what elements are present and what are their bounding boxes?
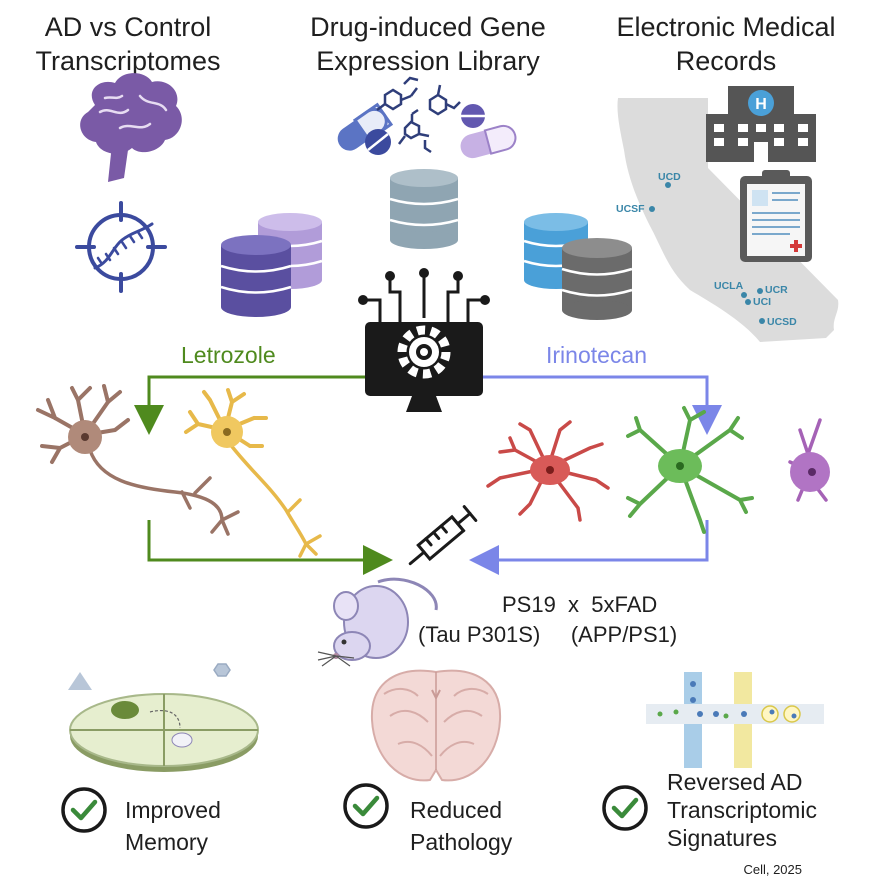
header-2-line-2: Expression Library: [316, 46, 540, 76]
checkmark-icon: [352, 795, 380, 817]
neuron-yellow-icon: [184, 388, 322, 558]
outcome-reversed-signatures: Reversed AD Transcriptomic Signatures: [602, 769, 817, 851]
header-1-line-2: Transcriptomes: [35, 46, 220, 76]
checkmark-icon: [70, 799, 98, 821]
outcome-3-line-1: Reversed AD: [667, 769, 803, 795]
site-ucsf-label: UCSF: [616, 203, 645, 215]
medical-record-clipboard-icon: [740, 170, 812, 262]
site-ucsd-label: UCSD: [767, 316, 797, 328]
irinotecan-arrow-to-mouse: [469, 520, 709, 575]
database-icon-steel: [389, 169, 459, 249]
irinotecan-arrow-to-glia: [483, 375, 722, 435]
mouse-model-genotypes: (Tau P301S) (APP/PS1): [418, 622, 677, 647]
checkmark-icon: [611, 797, 639, 819]
neuron-brown-icon: [36, 384, 240, 536]
header-2-line-1: Drug-induced Gene: [310, 12, 546, 42]
drug-label-letrozole: Letrozole: [181, 342, 276, 368]
check-circle-icon: [602, 785, 648, 831]
water-maze-icon: [68, 663, 259, 772]
syringe-icon: [408, 505, 478, 566]
astrocyte-red-icon: [486, 420, 610, 522]
outcome-2-line-2: Pathology: [410, 829, 513, 855]
header-3-line-1: Electronic Medical: [616, 12, 835, 42]
drug-pills-icon: [337, 102, 517, 159]
molecule-icons: [376, 76, 461, 154]
single-cell-sequencing-icon: [646, 672, 824, 768]
check-circle-icon: [61, 787, 107, 833]
site-ucr-label: UCR: [765, 284, 788, 296]
outcome-3-line-2: Transcriptomic: [667, 797, 817, 823]
microglia-green-icon: [626, 406, 754, 534]
brain-section-icon: [370, 669, 502, 782]
header-3-line-2: Records: [676, 46, 777, 76]
mouse-icon: [317, 577, 438, 667]
california-map: UCD UCSF UCLA UCR UCI UCSD: [616, 98, 839, 342]
site-ucla-label: UCLA: [714, 280, 744, 292]
rna-target-icon: [75, 201, 167, 293]
hospital-letter: H: [755, 96, 767, 113]
outcome-3-line-3: Signatures: [667, 825, 777, 851]
letrozole-arrow-to-neurons: [134, 375, 365, 435]
site-ucd-label: UCD: [658, 171, 681, 183]
outcome-2-line-1: Reduced: [410, 797, 502, 823]
mouse-model-cross: PS19 x 5xFAD: [502, 592, 657, 617]
computation-computer-icon: [358, 268, 490, 412]
outcome-improved-memory: Improved Memory: [61, 787, 221, 855]
header-drug-library: Drug-induced Gene Expression Library: [310, 12, 546, 76]
outcome-1-line-2: Memory: [125, 829, 209, 855]
letrozole-arrow-to-mouse: [147, 520, 393, 575]
hospital-icon: H: [706, 86, 816, 162]
header-1-line-1: AD vs Control: [45, 12, 212, 42]
header-ad-transcriptomes: AD vs Control Transcriptomes: [35, 12, 220, 76]
outcome-reduced-pathology: Reduced Pathology: [343, 783, 513, 855]
header-emr: Electronic Medical Records: [616, 12, 835, 76]
drug-label-irinotecan: Irinotecan: [546, 342, 647, 368]
brain-icon: [80, 73, 182, 182]
database-icon-purple: [220, 235, 292, 317]
oligodendrocyte-purple-icon: [788, 418, 830, 502]
outcome-1-line-1: Improved: [125, 797, 221, 823]
database-icon-gray: [561, 238, 633, 320]
site-uci-label: UCI: [753, 296, 771, 308]
citation: Cell, 2025: [743, 862, 802, 877]
check-circle-icon: [343, 783, 389, 829]
